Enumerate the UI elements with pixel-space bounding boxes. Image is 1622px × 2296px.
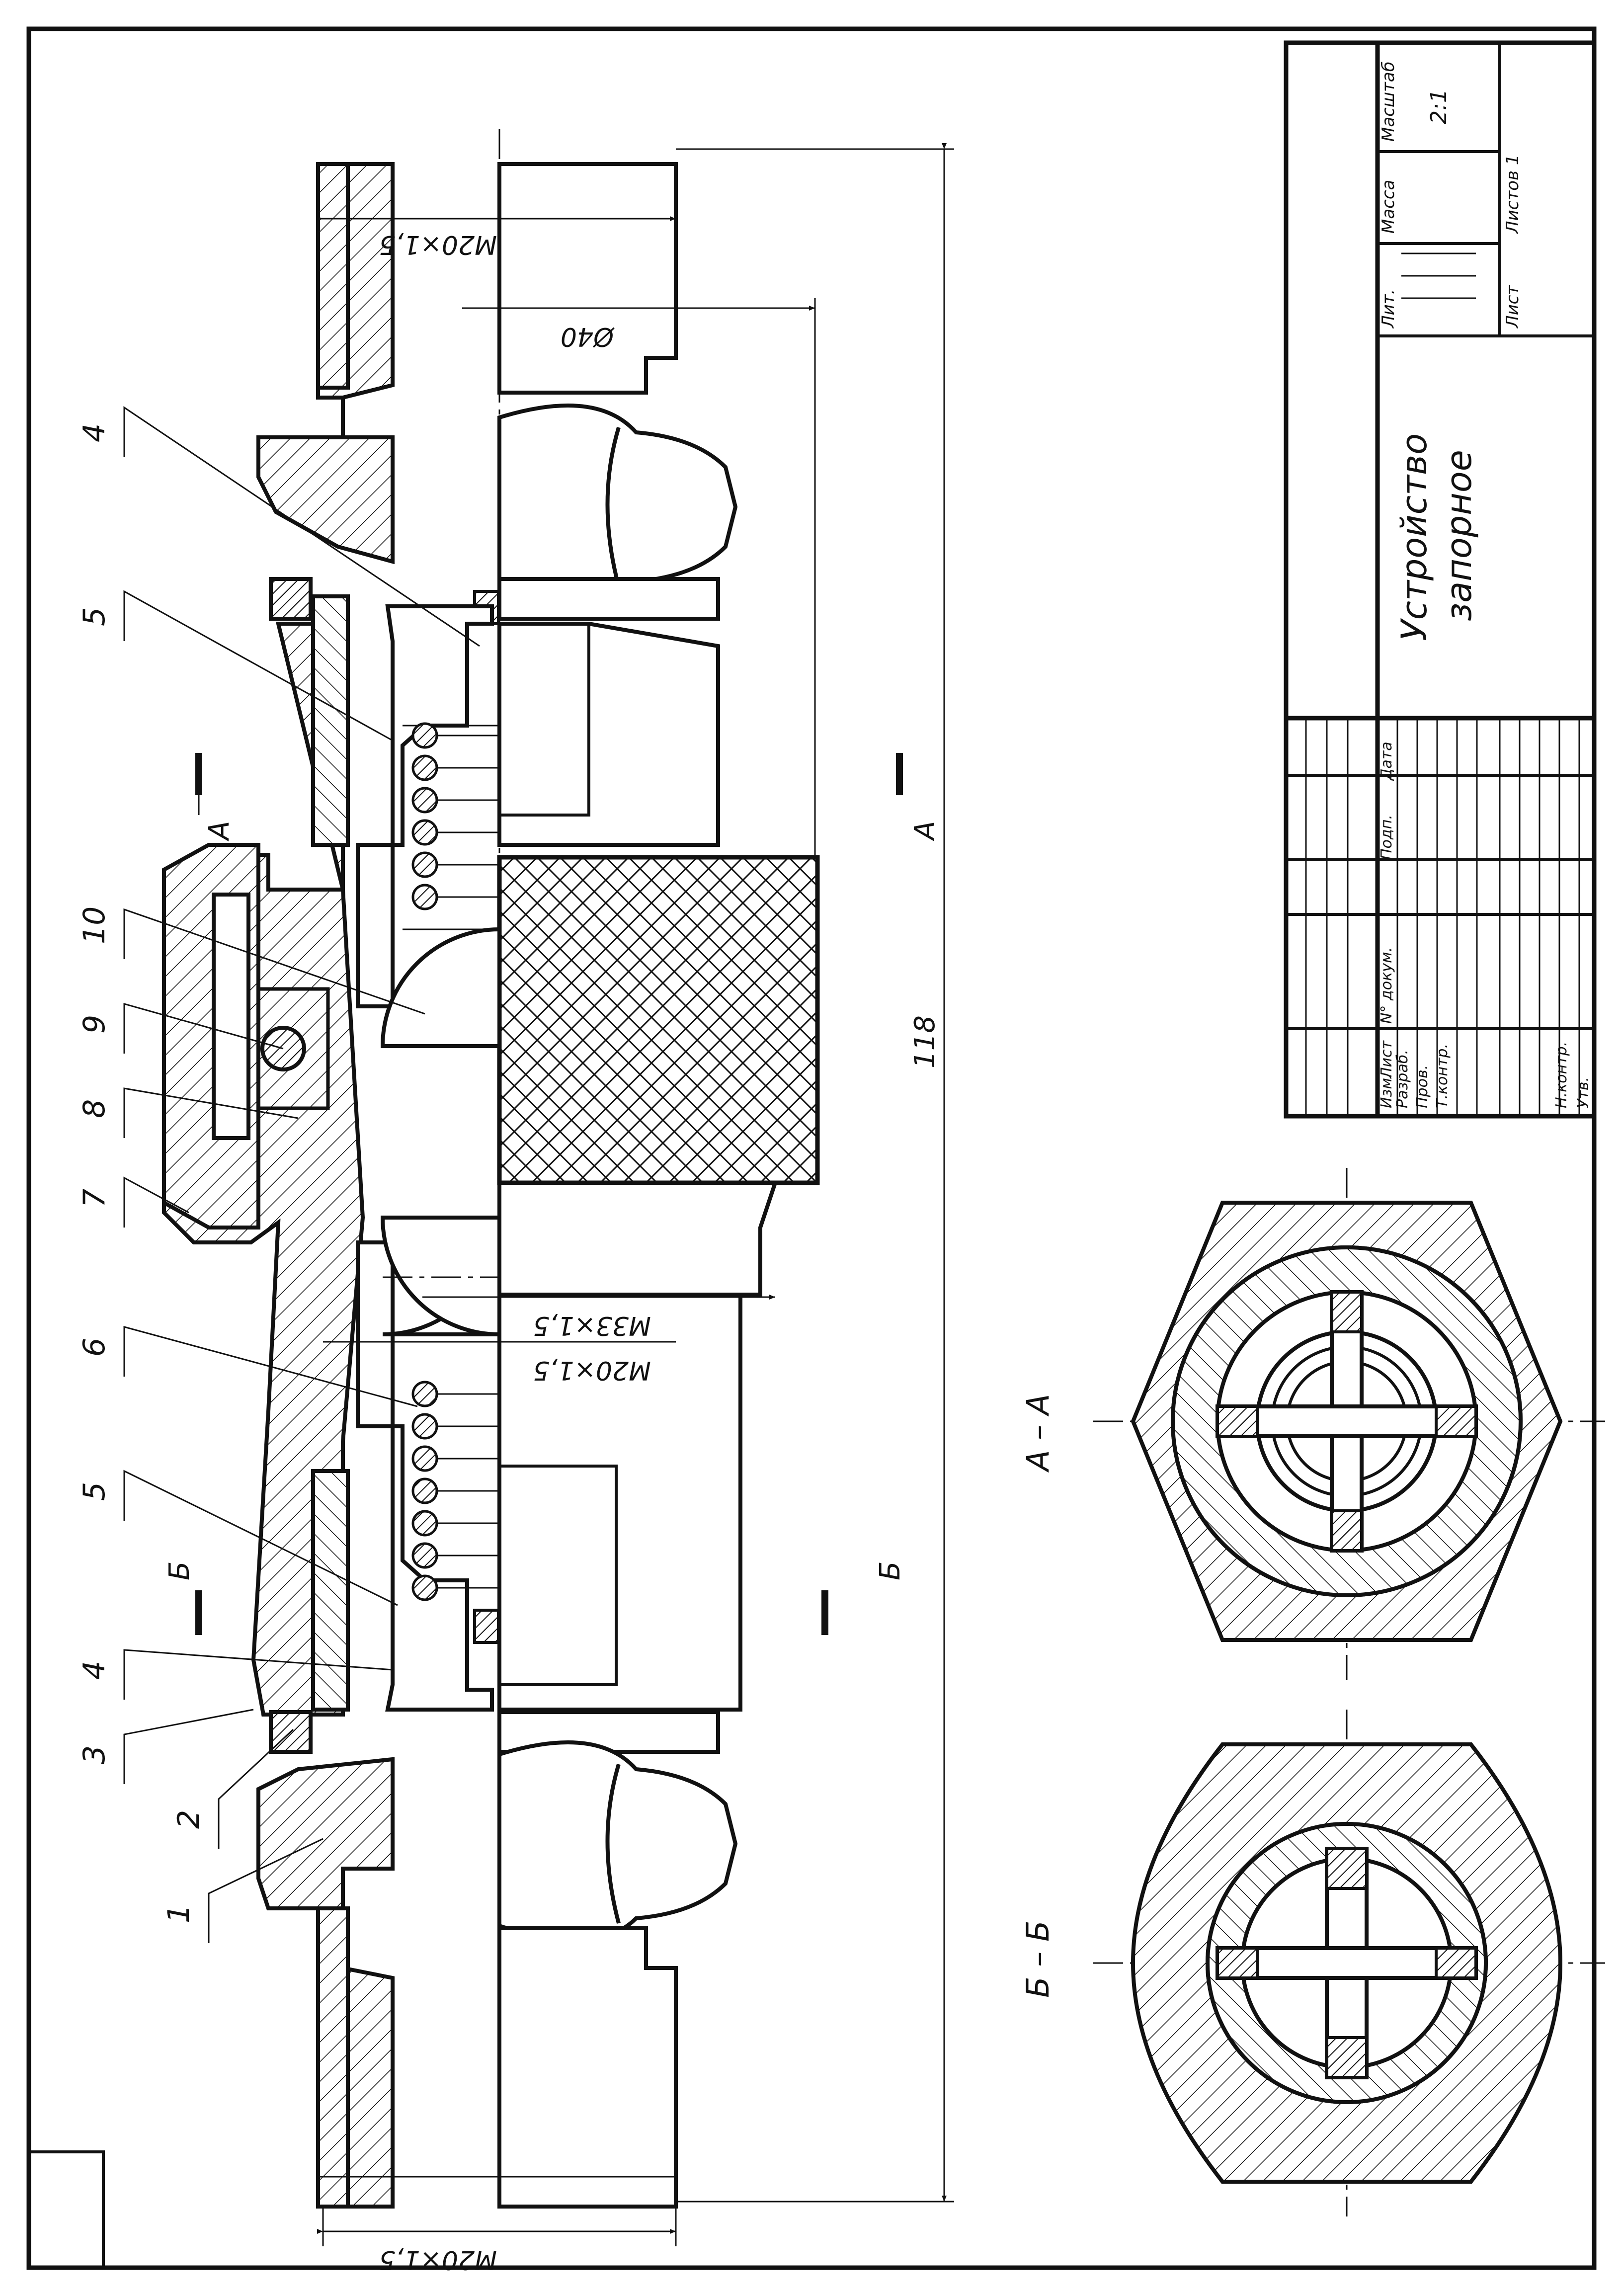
spring-top: [403, 722, 499, 930]
dim-mid-thread-2: M20×1,5: [533, 1355, 651, 1385]
dimensions: M20×1,5 Ø40 118 M33×1,5 M20×1,5 M20×1,5: [317, 143, 954, 2275]
title-block: [1284, 40, 1597, 1119]
part-label-4-bottom: 4: [77, 1661, 112, 1680]
section-view-b-b: Б – Б: [1020, 1710, 1605, 2216]
part-label-2: 2: [171, 1810, 206, 1829]
section-marks: А А Б Б: [163, 753, 941, 1635]
dim-length: 118: [909, 1015, 941, 1068]
part-label-9: 9: [77, 1015, 112, 1034]
section-mark-b-left: Б: [163, 1561, 196, 1580]
part-label-4-top: 4: [77, 423, 112, 442]
dim-bottom-thread: M20×1,5: [379, 2245, 497, 2275]
sheet-label: Лист: [1503, 285, 1523, 329]
stamp-row-razrab: Разраб.: [1394, 1050, 1411, 1108]
sheet-border: [26, 26, 1597, 2270]
stamp-columns: Изм. Лист N° докум. Подп. Дата: [1378, 741, 1395, 1108]
stamp-col-date: Дата: [1378, 741, 1395, 781]
part-label-5-top: 5: [77, 607, 112, 626]
part-label-7: 7: [77, 1189, 112, 1208]
part-label-5-bottom: 5: [77, 1482, 112, 1501]
part-label-6: 6: [77, 1338, 112, 1357]
section-mark-b-right: Б: [874, 1561, 906, 1580]
part-leaders: 4 5 10 9 8 7 6 5 4 3 2 1: [77, 406, 480, 1943]
section-label-a-a: А – А: [1020, 1394, 1056, 1473]
section-mark-a-left: А: [203, 821, 236, 841]
corner-box: [29, 2150, 105, 2268]
drawing-title-line1: Устройство: [1394, 433, 1435, 641]
stamp-row-tkontr: Т.контр.: [1434, 1044, 1451, 1108]
stamp-rows: Разраб. Пров. Т.контр. Н.контр. Утв.: [1394, 1042, 1592, 1108]
spring-bottom: [411, 1381, 499, 1601]
stamp-col-list: Лист: [1378, 1040, 1395, 1079]
part-label-3: 3: [77, 1745, 112, 1764]
part-label-8: 8: [77, 1099, 112, 1118]
dim-diameter: Ø40: [561, 322, 615, 351]
assembly-section-view: [162, 129, 820, 2209]
stamp-col-sign: Подп.: [1378, 815, 1395, 860]
dim-mid-thread-1: M33×1,5: [533, 1311, 651, 1340]
drawing-title-line2: запорное: [1439, 450, 1479, 621]
section-label-b-b: Б – Б: [1020, 1921, 1056, 1998]
part-label-10: 10: [77, 906, 112, 944]
scale-value: 2:1: [1426, 89, 1452, 124]
stamp-col-doc: N° докум.: [1378, 947, 1395, 1024]
stamp-row-nkontr: Н.контр.: [1553, 1042, 1570, 1108]
col-lit: Лит.: [1379, 289, 1398, 329]
col-mass: Масса: [1379, 180, 1398, 234]
section-view-a-a: А – А: [1020, 1168, 1605, 1680]
sheets-label: Листов 1: [1503, 155, 1523, 235]
stamp-row-utv: Утв.: [1575, 1077, 1592, 1108]
part-label-1: 1: [162, 1904, 196, 1923]
col-scale: Масштаб: [1379, 61, 1398, 142]
stamp-col-izm: Изм.: [1378, 1073, 1395, 1108]
dim-top-thread: M20×1,5: [379, 230, 497, 259]
knurled-body: [497, 855, 820, 1185]
section-mark-a-right: А: [909, 821, 941, 841]
stamp-row-prov: Пров.: [1414, 1065, 1431, 1108]
